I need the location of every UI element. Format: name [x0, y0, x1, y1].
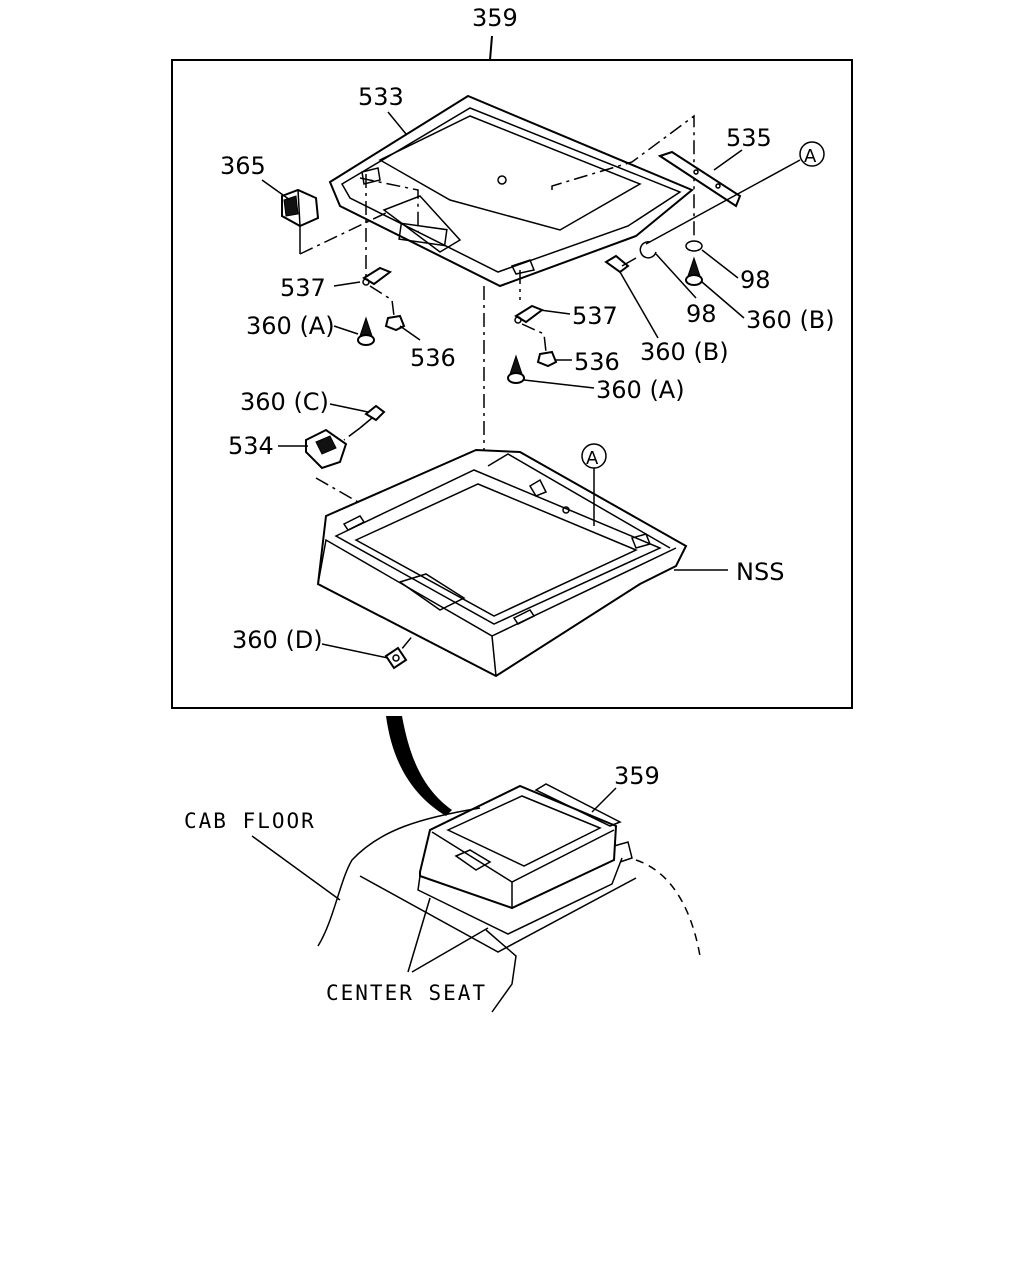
centerline-lid-left — [359, 177, 419, 232]
centerline-lid-right — [551, 114, 695, 240]
label-98-mid: 98 — [686, 300, 717, 328]
label-center-seat: CENTER SEAT — [326, 981, 487, 1005]
screw-360c — [359, 404, 386, 429]
exploded-view-frame — [171, 59, 853, 709]
console-assembly-359 — [417, 783, 633, 935]
leader-360a-left — [333, 325, 359, 335]
bumper-536-left — [384, 314, 406, 332]
leader-360b-right — [701, 281, 745, 319]
bracket-535 — [657, 150, 742, 208]
leader-365 — [261, 179, 291, 201]
washer-98-right — [685, 240, 703, 252]
label-537-left: 537 — [280, 274, 326, 302]
leader-537-right — [539, 309, 571, 315]
label-365: 365 — [220, 152, 266, 180]
leader-537-left — [333, 281, 361, 287]
striker-534 — [305, 428, 348, 470]
washer-98-mid — [639, 241, 657, 259]
label-360a-right: 360 (A) — [596, 376, 685, 404]
label-nss: NSS — [736, 558, 784, 586]
label-360a-left: 360 (A) — [246, 312, 335, 340]
label-359-bottom: 359 — [614, 762, 660, 790]
label-534: 534 — [228, 432, 274, 460]
leader-360d — [321, 643, 389, 659]
centerline-536-right — [521, 323, 547, 353]
clip-537-left — [362, 266, 393, 286]
label-98-right: 98 — [740, 266, 771, 294]
locator-arrow — [386, 716, 452, 816]
label-a-top: A — [804, 146, 817, 167]
label-360b-mid: 360 (B) — [640, 338, 729, 366]
leader-359-bottom — [591, 787, 617, 813]
screw-360a-left — [357, 316, 375, 346]
latch-365 — [281, 188, 320, 254]
leader-535 — [713, 149, 743, 171]
tray-nss — [316, 448, 688, 678]
screw-360b-right — [685, 256, 703, 286]
label-533: 533 — [358, 83, 404, 111]
label-360c: 360 (C) — [240, 388, 329, 416]
leader-360b-mid — [619, 271, 659, 339]
label-360d: 360 (D) — [232, 626, 323, 654]
label-537-right: 537 — [572, 302, 618, 330]
label-536-left: 536 — [410, 344, 456, 372]
leader-cab-floor — [251, 835, 341, 901]
cab-floor-outline — [317, 807, 701, 1013]
label-359-top: 359 — [472, 4, 518, 32]
leader-536-left — [399, 325, 421, 341]
label-cab-floor: CAB FLOOR — [184, 809, 316, 833]
centerline-360c — [343, 427, 361, 441]
leader-a-top — [645, 159, 801, 245]
leader-center-seat-1 — [407, 897, 431, 973]
leader-533 — [387, 111, 407, 135]
circle-a-top — [799, 141, 825, 167]
clip-360d — [384, 646, 408, 670]
label-535: 535 — [726, 124, 772, 152]
leader-98-mid — [655, 253, 697, 299]
leader-98-right — [701, 249, 739, 279]
label-536-right: 536 — [574, 348, 620, 376]
leader-360a-right — [523, 379, 595, 389]
screw-360a-right — [507, 354, 525, 384]
leader-359-top — [489, 35, 493, 61]
leader-center-seat-2 — [411, 927, 489, 973]
bumper-536-right — [536, 350, 558, 368]
lid-533 — [328, 94, 694, 288]
clip-537-right — [514, 304, 545, 324]
label-360b-right: 360 (B) — [746, 306, 835, 334]
centerline-365 — [299, 211, 389, 255]
centerline-536-left — [369, 285, 395, 317]
label-a-bottom: A — [586, 448, 599, 469]
screw-360b-mid — [604, 254, 637, 274]
leader-360c — [329, 403, 369, 413]
